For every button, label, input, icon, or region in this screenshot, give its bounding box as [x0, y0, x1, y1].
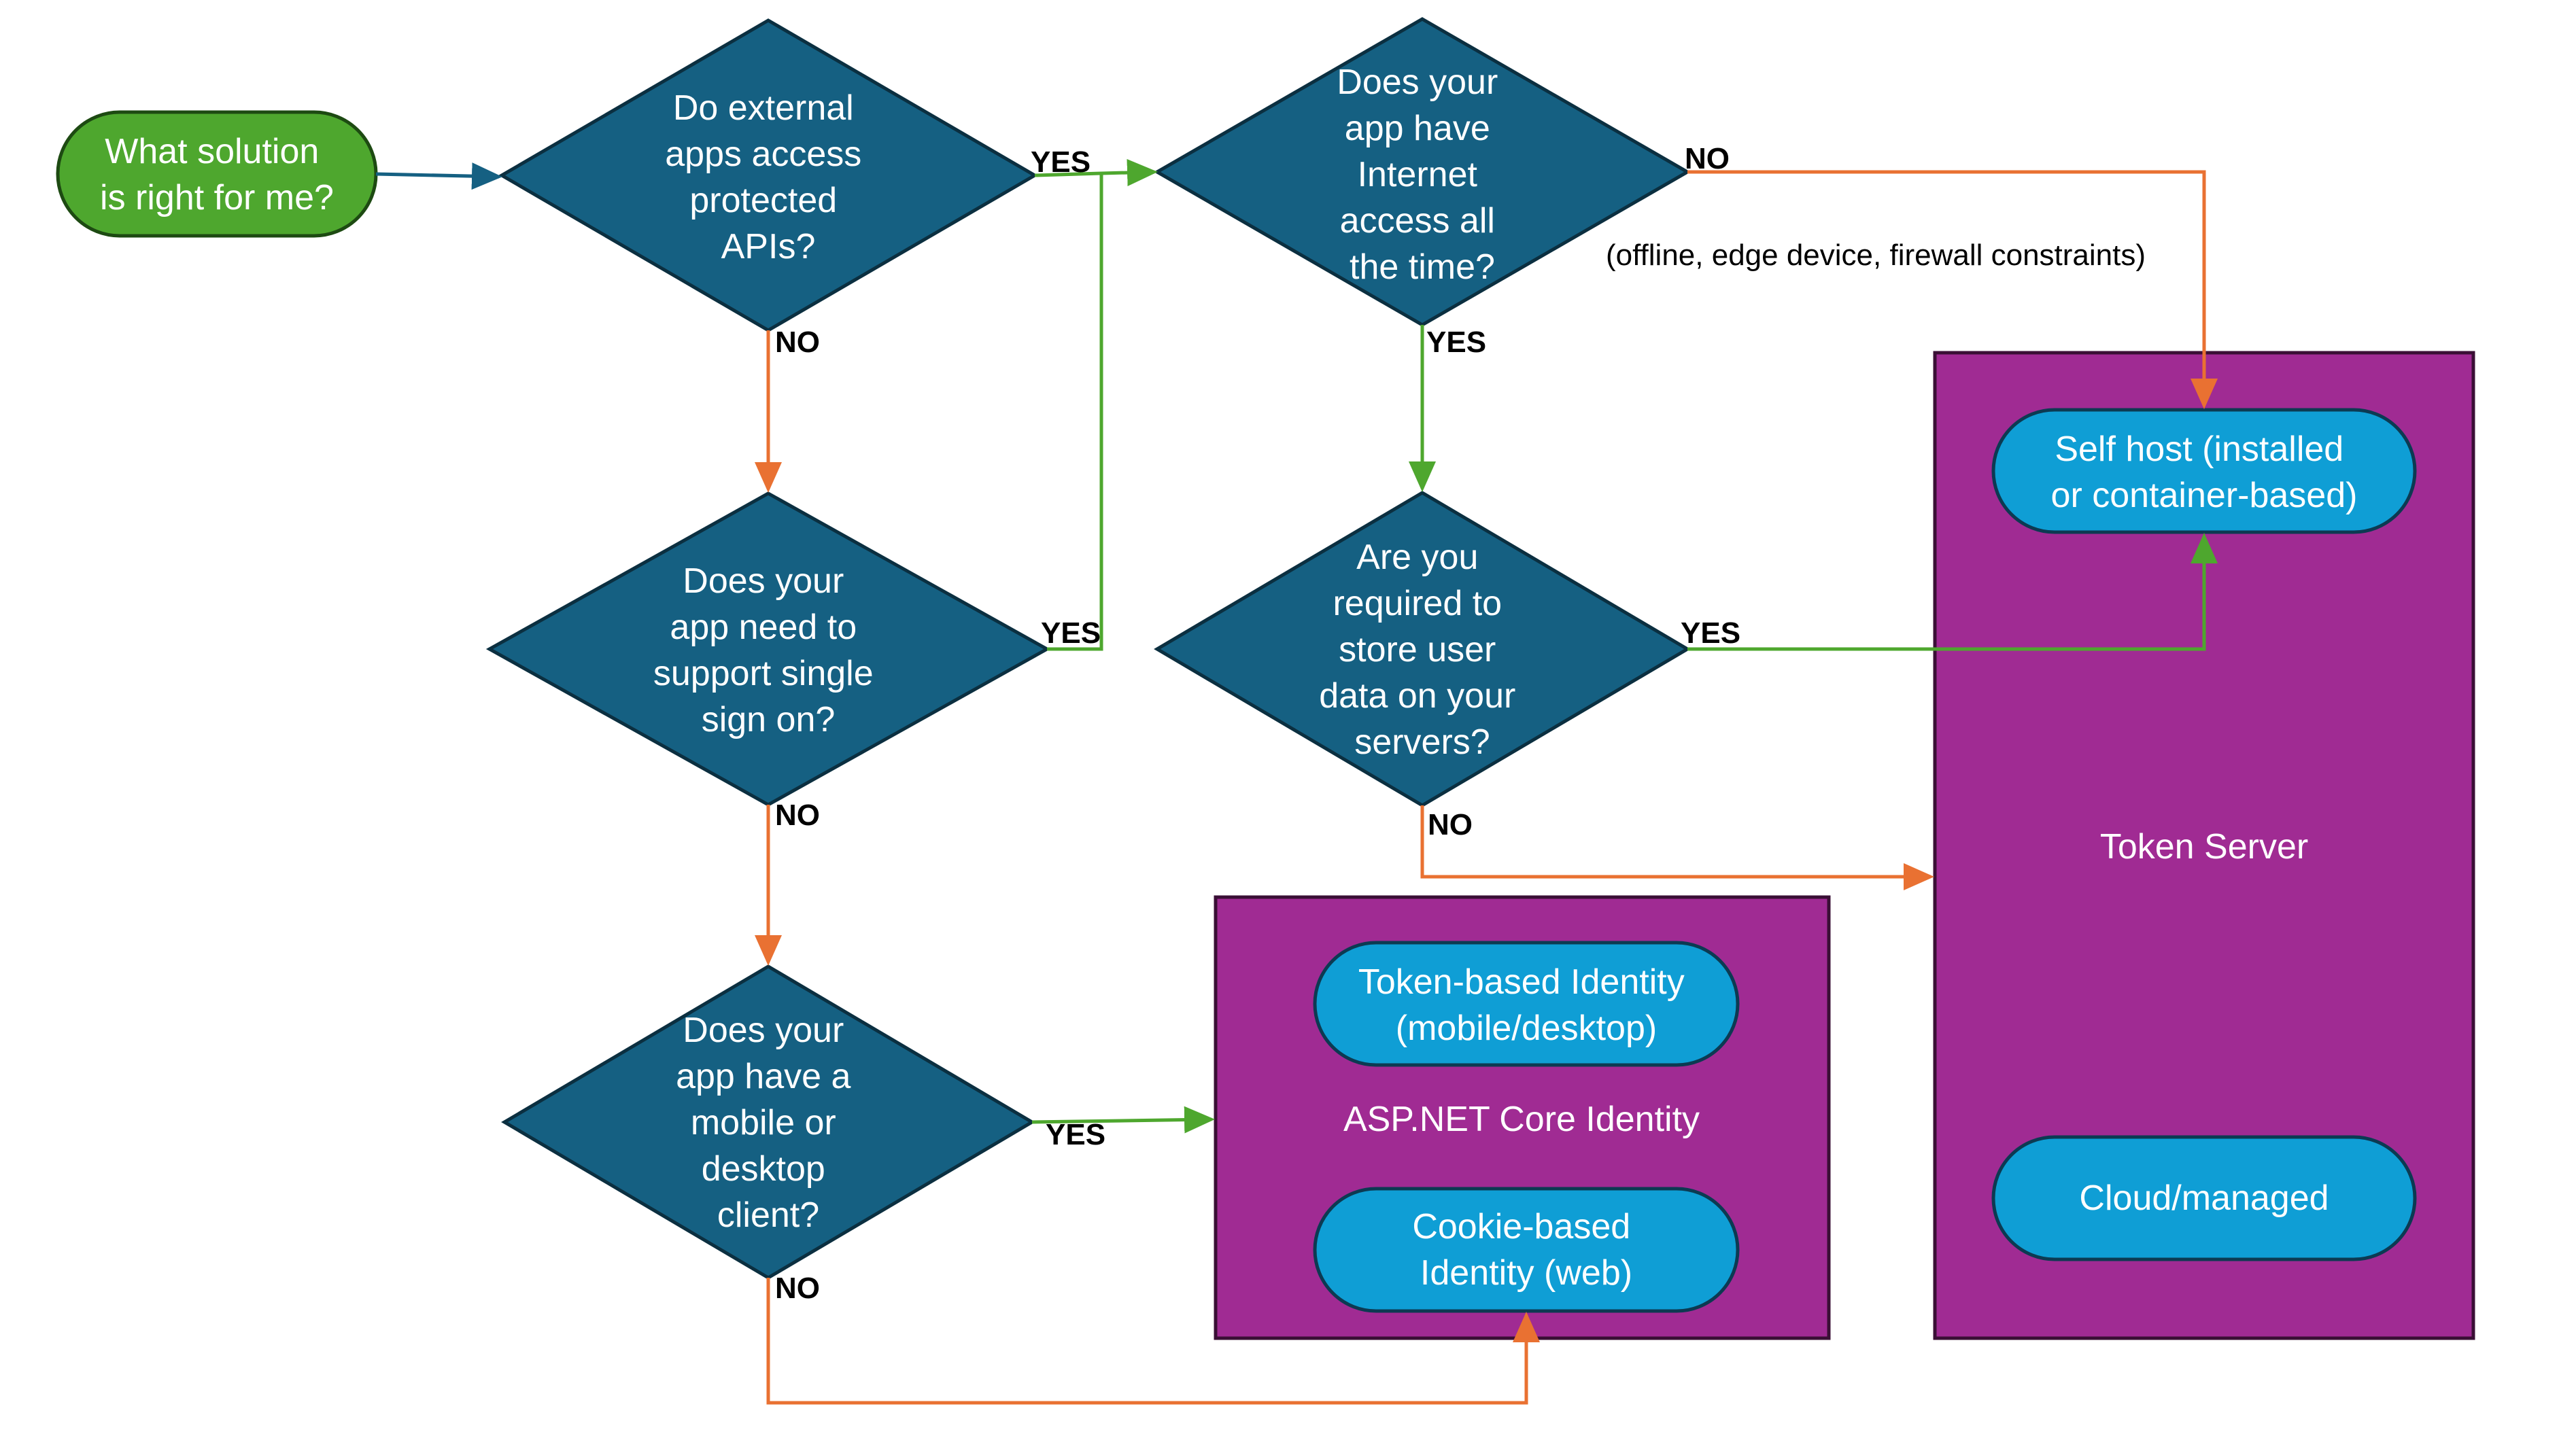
label-store-no: NO: [1428, 808, 1473, 841]
external-apps-line-4: APIs?: [721, 227, 816, 266]
store-line-4: data on your: [1319, 676, 1515, 716]
token-based-line-2: (mobile/desktop): [1396, 1009, 1657, 1048]
mobile-line-2: app have a: [676, 1057, 851, 1096]
label-mobile-no: NO: [775, 1272, 820, 1305]
svg-text:Token-based Identity (mo: Token-based Identity (mobile/desktop): [1358, 962, 1694, 1048]
label-mobile-yes: YES: [1046, 1118, 1105, 1151]
mobile-line-5: client?: [717, 1195, 819, 1235]
internet-line-5: the time?: [1350, 247, 1495, 287]
sso-line-3: support single: [653, 654, 874, 693]
cloud-managed-label: Cloud/managed: [2079, 1178, 2329, 1218]
label-sso-no: NO: [775, 799, 820, 832]
store-line-2: required to: [1333, 584, 1502, 623]
label-store-yes: YES: [1681, 616, 1740, 650]
decision-store-user-data[interactable]: Are you required to store user data on y…: [1154, 491, 1691, 807]
connector-start-to-external: [375, 162, 502, 190]
internet-line-2: app have: [1345, 109, 1490, 148]
aspnet-title: ASP.NET Core Identity: [1343, 1100, 1700, 1139]
sso-line-4: sign on?: [702, 700, 836, 739]
sso-line-2: app need to: [670, 608, 857, 647]
mobile-line-3: mobile or: [691, 1103, 836, 1142]
token-server-title: Token Server: [2100, 827, 2308, 867]
svg-text:Self host (installed or: Self host (installed or container-based): [2051, 430, 2358, 515]
svg-text:Do external apps access: Do external apps access protected APIs?: [665, 88, 872, 266]
external-apps-line-2: apps access: [665, 135, 861, 174]
connector-mobile-yes: [1031, 1106, 1215, 1134]
store-line-5: servers?: [1354, 722, 1490, 762]
connector-sso-yes: [1047, 173, 1103, 651]
option-token-based-identity[interactable]: Token-based Identity (mobile/desktop): [1313, 941, 1740, 1067]
sso-line-1: Does your: [683, 561, 844, 601]
label-internet-no: NO: [1685, 142, 1730, 175]
svg-text:Does your app have: Does your app have Internet access all t…: [1337, 63, 1507, 287]
external-apps-line-1: Do external: [673, 88, 854, 128]
start-line-1: What solution: [105, 132, 319, 171]
start-node[interactable]: What solution is right for me?: [56, 110, 378, 238]
internet-line-3: Internet: [1358, 155, 1478, 194]
option-cookie-based-identity[interactable]: Cookie-based Identity (web): [1313, 1187, 1740, 1313]
mobile-line-4: desktop: [702, 1149, 825, 1189]
cookie-based-line-1: Cookie-based: [1412, 1207, 1630, 1246]
connector-store-yes: [1687, 533, 2218, 651]
store-line-1: Are you: [1356, 538, 1478, 577]
internet-line-4: access all: [1340, 201, 1495, 241]
self-host-line-2: or container-based): [2051, 476, 2358, 515]
option-self-host[interactable]: Self host (installed or container-based): [1991, 408, 2417, 534]
store-line-3: store user: [1339, 630, 1496, 669]
token-based-line-1: Token-based Identity: [1358, 962, 1685, 1002]
svg-text:Cookie-based Identity (w: Cookie-based Identity (web): [1412, 1207, 1640, 1293]
start-line-2: is right for me?: [100, 178, 334, 217]
cookie-based-line-2: Identity (web): [1420, 1253, 1632, 1293]
self-host-line-1: Self host (installed: [2055, 430, 2343, 469]
connector-internet-no: [1687, 170, 2218, 409]
svg-text:What solution is right f: What solution is right for me?: [100, 132, 334, 217]
label-external-no: NO: [775, 326, 820, 359]
note-offline-constraints: (offline, edge device, firewall constrai…: [1606, 239, 2146, 272]
label-internet-yes: YES: [1426, 326, 1486, 359]
decision-mobile-desktop[interactable]: Does your app have a mobile or desktop c…: [501, 964, 1035, 1280]
option-cloud-managed[interactable]: Cloud/managed: [1991, 1135, 2417, 1261]
internet-line-1: Does your: [1337, 63, 1498, 102]
label-external-yes: YES: [1031, 145, 1090, 179]
decision-external-apps[interactable]: Do external apps access protected APIs?: [498, 18, 1038, 332]
svg-text:Are you required to: Are you required to store user data on y…: [1319, 538, 1526, 762]
decision-internet-access[interactable]: Does your app have Internet access all t…: [1153, 17, 1691, 327]
connector-mobile-no: [766, 1278, 1540, 1405]
svg-text:Does your app need to: Does your app need to support single sig…: [653, 561, 883, 739]
label-sso-yes: YES: [1041, 616, 1101, 650]
decision-single-sign-on[interactable]: Does your app need to support single sig…: [485, 491, 1051, 807]
mobile-line-1: Does your: [683, 1011, 844, 1050]
svg-text:Does your app have a: Does your app have a mobile or desktop c…: [676, 1011, 861, 1235]
connector-store-no: [1420, 805, 1934, 890]
external-apps-line-3: protected: [689, 181, 837, 220]
